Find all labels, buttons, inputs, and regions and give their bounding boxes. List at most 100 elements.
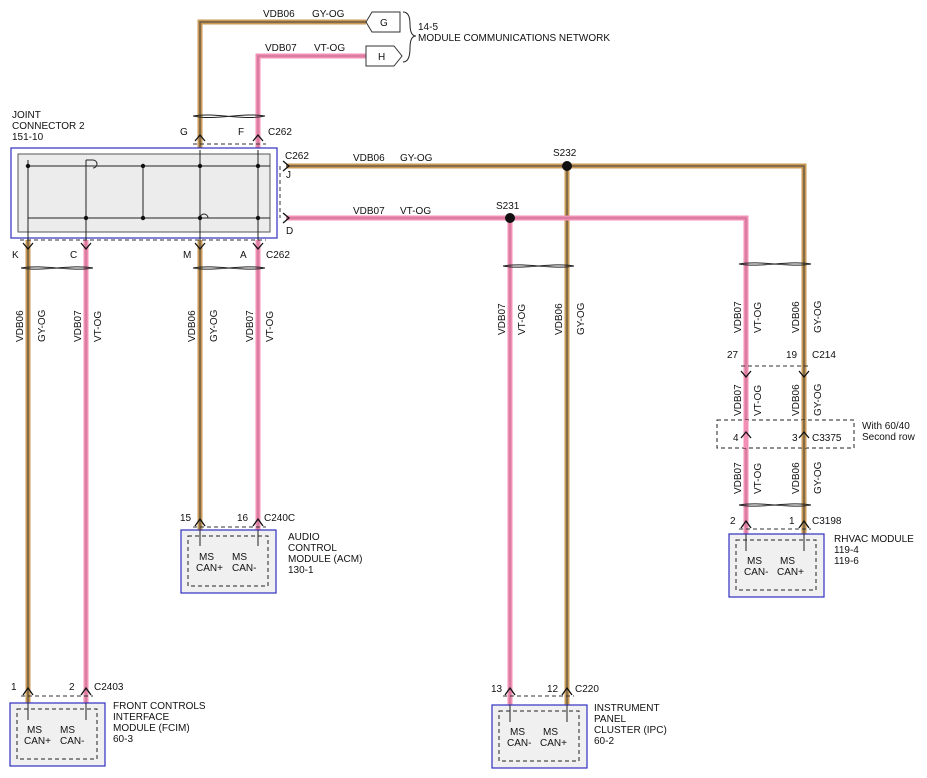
ipc-name-3: CLUSTER (IPC): [594, 725, 667, 736]
label-vdb06-bus: VDB06: [353, 153, 385, 164]
vlabel-rh2-vdb07: VDB07: [733, 384, 744, 416]
joint-connector-ref: 151-10: [12, 132, 44, 143]
splice-s231[interactable]: S231: [496, 201, 520, 223]
vertical-wire-labels: VDB06 GY-OG VDB07 VT-OG VDB06 GY-OG VDB0…: [15, 300, 824, 494]
vlabel-rh3-vdb07: VDB07: [733, 462, 744, 494]
vlabel-ipc-vtog: VT-OG: [517, 304, 528, 335]
label-vdb06-top: VDB06: [263, 9, 295, 20]
vlabel-acm-vtog: VT-OG: [265, 311, 276, 342]
module-rhvac[interactable]: MS CAN- MS CAN+ 2 1 C3198 RHVAC MODULE 1…: [728, 516, 914, 598]
ipc-pin-13: 13: [491, 684, 503, 695]
vlabel-rh3-vtog: VT-OG: [753, 463, 764, 494]
joint-connector-2[interactable]: JOINT CONNECTOR 2 151-10: [10, 110, 291, 251]
acm-name-2: CONTROL: [288, 543, 337, 554]
label-vtog-top: VT-OG: [314, 43, 345, 54]
connector-c3375[interactable]: 4 3 C3375 With 60/40 Second row: [716, 419, 916, 449]
connector-c262-top: C262: [268, 127, 292, 138]
pin-19: 19: [786, 350, 798, 361]
vlabel-rh1-vdb06: VDB06: [791, 301, 802, 333]
ipc-name-2: PANEL: [594, 714, 626, 725]
acm-pin-a-1: MS: [199, 552, 214, 563]
wire-vdb07-to-network[interactable]: [255, 53, 366, 150]
vlabel-rh3-gyog: GY-OG: [813, 461, 824, 494]
pin-label-c: C: [70, 250, 77, 261]
rhvac-pin-2: 2: [730, 516, 736, 527]
rhvac-name: RHVAC MODULE: [834, 534, 914, 545]
network-connector: G H 14-5 MODULE COMMUNICATIONS NETWORK: [365, 11, 610, 67]
acm-pin-b-2: CAN-: [232, 563, 256, 574]
connector-c220-label: C220: [575, 684, 599, 695]
pin-label-g: G: [180, 127, 188, 138]
label-gyog-top: GY-OG: [312, 9, 345, 20]
fcim-pin-b-2: CAN-: [60, 736, 84, 747]
wires: [25, 19, 807, 705]
pin-label-j: J: [286, 170, 291, 181]
fcim-pin-1: 1: [11, 682, 17, 693]
connector-c214-label: C214: [812, 350, 836, 361]
ipc-pin-a-2: CAN-: [507, 738, 531, 749]
splice-s232-label: S232: [553, 148, 577, 159]
acm-ref: 130-1: [288, 565, 314, 576]
ipc-pin-b-2: CAN+: [540, 738, 567, 749]
module-acm[interactable]: MS CAN+ MS CAN- 15 16 C240C AUDIO CONTRO…: [180, 513, 362, 594]
fcim-pin-a-1: MS: [27, 725, 42, 736]
label-gyog-bus: GY-OG: [400, 153, 433, 164]
vlabel-acm-gyog: GY-OG: [209, 309, 220, 342]
acm-pin-15: 15: [180, 513, 192, 524]
connector-c3375-label: C3375: [812, 433, 842, 444]
fcim-pin-a-2: CAN+: [24, 736, 51, 747]
wire-vdb07-bus[interactable]: [286, 215, 749, 535]
ipc-name-1: INSTRUMENT: [594, 703, 660, 714]
vlabel-fcim-vdb07: VDB07: [73, 310, 84, 342]
vlabel-ipc-gyog: GY-OG: [576, 302, 587, 335]
fcim-name-3: MODULE (FCIM): [113, 723, 190, 734]
pin-label-k: K: [12, 250, 19, 261]
fcim-pin-b-1: MS: [60, 725, 75, 736]
twisted-pair-markers: [20, 114, 812, 507]
connector-c214[interactable]: 27 19 C214: [727, 350, 836, 379]
network-pin-g: G: [380, 18, 388, 29]
network-ref-title[interactable]: MODULE COMMUNICATIONS NETWORK: [418, 33, 610, 44]
rhvac-ref-2: 119-6: [834, 556, 859, 567]
splice-s232[interactable]: S232: [553, 148, 577, 171]
vlabel-fcim-gyog: GY-OG: [37, 309, 48, 342]
acm-pin-16: 16: [237, 513, 249, 524]
connector-c2403-label: C2403: [94, 682, 124, 693]
pin-3: 3: [792, 433, 798, 444]
option-note-1: With 60/40: [862, 421, 910, 432]
ipc-ref: 60-2: [594, 736, 614, 747]
label-vtog-bus: VT-OG: [400, 206, 431, 217]
rhvac-pin-1: 1: [789, 516, 795, 527]
vlabel-rh2-gyog: GY-OG: [813, 383, 824, 416]
vlabel-ipc-vdb07: VDB07: [497, 303, 508, 335]
ipc-pin-b-1: MS: [543, 727, 558, 738]
vlabel-rh2-vtog: VT-OG: [753, 385, 764, 416]
vlabel-rh1-gyog: GY-OG: [813, 300, 824, 333]
rhvac-ref-1: 119-4: [834, 545, 859, 556]
vlabel-fcim-vtog: VT-OG: [93, 311, 104, 342]
rhvac-pin-b-2: CAN+: [777, 567, 804, 578]
ipc-pin-12: 12: [547, 684, 559, 695]
vlabel-rh2-vdb06: VDB06: [791, 384, 802, 416]
wire-vdb06-to-network[interactable]: [197, 19, 366, 150]
vlabel-acm-vdb07: VDB07: [245, 310, 256, 342]
acm-name-3: MODULE (ACM): [288, 554, 362, 565]
connector-c240c-label: C240C: [264, 513, 295, 524]
connector-c262-bottom: C262: [266, 250, 290, 261]
connector-c3198-label: C3198: [812, 516, 842, 527]
vlabel-rh1-vdb07: VDB07: [733, 301, 744, 333]
vlabel-ipc-vdb06: VDB06: [554, 303, 565, 335]
rhvac-pin-a-1: MS: [747, 556, 762, 567]
pin-label-f: F: [238, 127, 244, 138]
fcim-ref: 60-3: [113, 734, 133, 745]
pin-label-d: D: [286, 226, 293, 237]
splice-s231-label: S231: [496, 201, 520, 212]
module-fcim[interactable]: MS CAN+ MS CAN- 1 2 C2403 FRONT CONTROLS…: [9, 682, 206, 767]
wire-vdb06-bus[interactable]: [286, 163, 807, 535]
fcim-name-2: INTERFACE: [113, 712, 169, 723]
rhvac-pin-b-1: MS: [780, 556, 795, 567]
vlabel-rh1-vtog: VT-OG: [753, 302, 764, 333]
fcim-pin-2: 2: [69, 682, 75, 693]
module-ipc[interactable]: MS CAN- MS CAN+ 13 12 C220 INSTRUMENT PA…: [491, 684, 667, 769]
label-vdb07-bus: VDB07: [353, 206, 385, 217]
